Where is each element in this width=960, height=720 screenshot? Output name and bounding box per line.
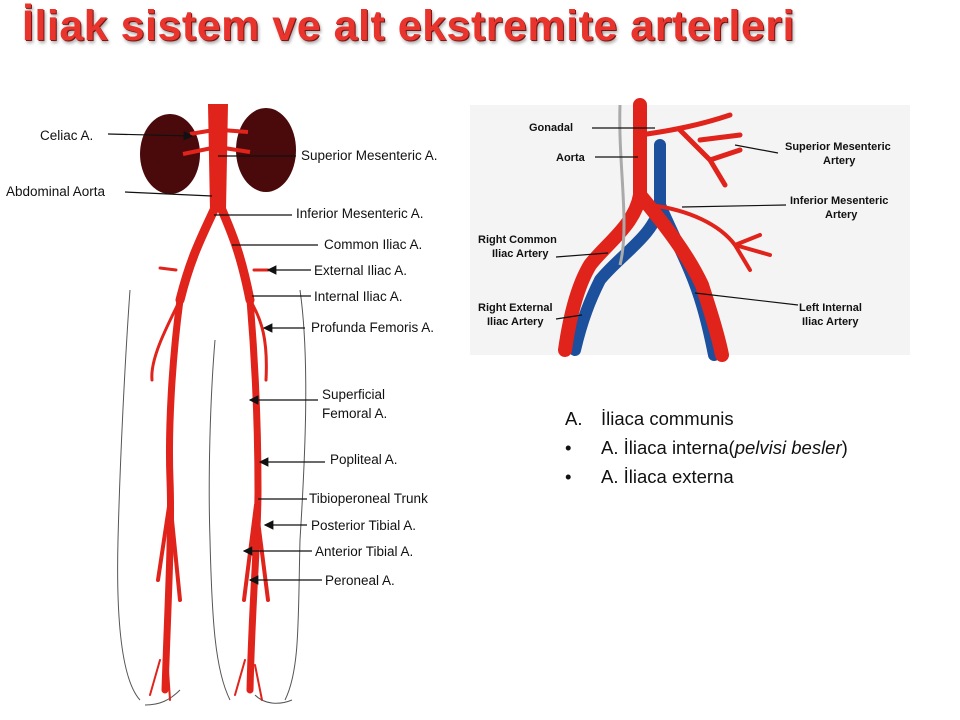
label-inferior-mesenteric-line2: Artery — [825, 209, 858, 221]
label-external-iliac: External Iliac A. — [314, 263, 407, 278]
label-right-common-iliac-line2: Iliac Artery — [492, 248, 549, 260]
list-marker: • — [565, 436, 572, 458]
label-peroneal: Peroneal A. — [325, 573, 395, 588]
label-anterior-tibial: Anterior Tibial A. — [315, 544, 413, 559]
label-gonadal: Gonadal — [529, 122, 573, 134]
label-left-internal-iliac-line2: Iliac Artery — [802, 316, 859, 328]
label-superior-mesenteric-line2: Artery — [823, 155, 856, 167]
label-tibioperoneal-trunk: Tibioperoneal Trunk — [309, 491, 428, 506]
label-celiac: Celiac A. — [40, 128, 93, 143]
label-abdominal-aorta: Abdominal Aorta — [6, 184, 106, 199]
list-item: • A. İliaca externa — [565, 462, 848, 491]
left-kidney — [236, 108, 296, 192]
label-right-external-iliac-line2: Iliac Artery — [487, 316, 544, 328]
label-common-iliac: Common Iliac A. — [324, 237, 422, 252]
list-item-italic-note: pelvisi besler — [734, 436, 842, 458]
label-aorta: Aorta — [556, 152, 586, 164]
iliac-bifurcation-diagram: Gonadal Aorta Superior Mesenteric Artery… — [470, 98, 910, 362]
body-outline — [117, 289, 307, 706]
slide-title: İliak sistem ve alt ekstremite arterleri — [22, 2, 795, 50]
label-superficial-femoral-line2: Femoral A. — [322, 406, 387, 421]
label-inferior-mesenteric: Inferior Mesenteric A. — [296, 206, 424, 221]
list-item-text-tail: ) — [841, 436, 848, 458]
label-inferior-mesenteric-line1: Inferior Mesenteric — [790, 195, 888, 207]
label-superior-mesenteric-line1: Superior Mesenteric — [785, 141, 891, 153]
label-right-external-iliac-line1: Right External — [478, 302, 553, 314]
list-item: A. İliaca communis — [565, 404, 848, 433]
lower-extremity-arteries-diagram: Celiac A. Superior Mesenteric A. Abdomin… — [6, 104, 438, 706]
list-item-text: İliaca communis — [601, 407, 734, 429]
label-superior-mesenteric: Superior Mesenteric A. — [301, 148, 438, 163]
list-item: • A. İliaca interna(pelvisi besler) — [565, 433, 848, 462]
label-posterior-tibial: Posterior Tibial A. — [311, 518, 416, 533]
list-item-text: A. İliaca externa — [601, 465, 734, 487]
label-left-internal-iliac-line1: Left Internal — [799, 302, 862, 314]
list-marker: A. — [565, 407, 583, 429]
abdominal-aorta — [208, 104, 228, 210]
list-item-text: A. İliaca interna( — [601, 436, 735, 458]
label-popliteal: Popliteal A. — [330, 452, 398, 467]
label-internal-iliac: Internal Iliac A. — [314, 289, 403, 304]
artery-list: A. İliaca communis • A. İliaca interna(p… — [565, 404, 848, 491]
label-superficial-femoral-line1: Superficial — [322, 387, 385, 402]
list-marker: • — [565, 465, 572, 487]
label-right-common-iliac-line1: Right Common — [478, 234, 557, 246]
label-profunda-femoris: Profunda Femoris A. — [311, 320, 434, 335]
